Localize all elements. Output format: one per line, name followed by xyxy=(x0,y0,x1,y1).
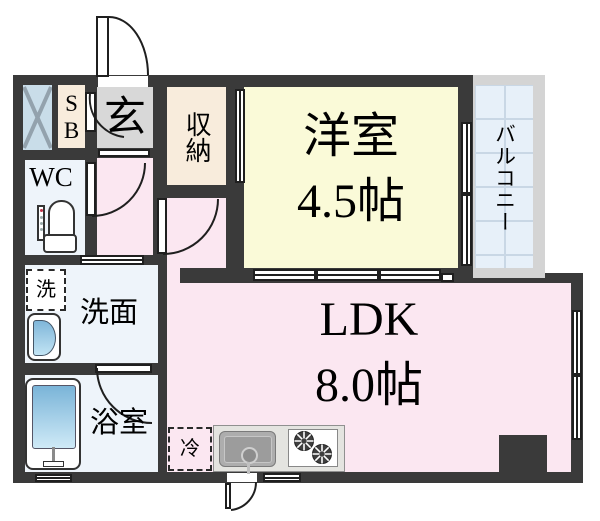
ldk-size: 8.0帖 xyxy=(314,359,423,412)
storage-label: 収納 xyxy=(182,111,211,163)
kitchen-sink-icon xyxy=(219,431,276,474)
toilet-tank xyxy=(48,200,75,238)
western-room-window-upper xyxy=(461,122,472,194)
toilet-control-panel xyxy=(37,205,45,241)
shoe-box-label-top: S xyxy=(65,91,78,116)
balcony-floor xyxy=(475,85,533,268)
refrigerator-space-label: 冷 xyxy=(180,438,200,460)
toilet-label: WC xyxy=(29,161,73,192)
storage-room xyxy=(167,87,226,185)
entrance-doorway-gap xyxy=(98,76,148,87)
toilet-door-leaf xyxy=(86,162,96,216)
shoe-box-room xyxy=(58,85,85,148)
western-room-label: 洋室 xyxy=(302,110,399,163)
western-ldk-sliding-end xyxy=(441,273,454,282)
refrigerator-space-box: 冷 xyxy=(168,427,212,471)
washbasin-bowl xyxy=(33,320,56,356)
bathroom-door-leaf xyxy=(95,364,152,373)
bathtub-faucet-base xyxy=(43,461,64,467)
stove-icon xyxy=(288,429,338,467)
shoe-box-label-bottom: B xyxy=(63,118,80,143)
pipe-space-room xyxy=(22,85,53,150)
western-ldk-sliding-panel-1 xyxy=(253,269,316,281)
storage-door xyxy=(235,89,245,183)
ldk-window-upper xyxy=(572,310,582,375)
entrance-door-leaf xyxy=(96,16,109,77)
washroom-sliding-door xyxy=(80,255,144,265)
kitchen-service-door-gap xyxy=(227,473,257,482)
western-ldk-sliding-panel-2 xyxy=(316,269,379,281)
bathtub-icon xyxy=(25,378,81,470)
western-room xyxy=(244,87,458,268)
western-room-size: 4.5帖 xyxy=(296,175,405,228)
hall-ldk-door-leaf xyxy=(157,198,167,254)
kitchen-window xyxy=(263,473,301,482)
door-swing-arc-service xyxy=(230,481,258,511)
shoe-box-door-leaf xyxy=(85,92,96,132)
structural-pillar xyxy=(499,435,547,472)
toilet-bowl xyxy=(43,234,77,253)
kitchen-faucet-stem xyxy=(247,462,250,474)
ldk-window-lower xyxy=(572,375,582,440)
washer-space-label: 洗 xyxy=(36,279,56,301)
kitchen-service-door-leaf xyxy=(225,483,231,509)
entrance-label: 玄 xyxy=(103,95,146,141)
toilet-control-dot xyxy=(40,209,43,212)
door-swing-arc-entrance xyxy=(108,16,149,76)
western-ldk-sliding-panel-3 xyxy=(379,269,441,281)
pipe-space-x-icon xyxy=(22,86,53,149)
kitchen-counter xyxy=(213,425,345,474)
bathroom-label: 浴室 xyxy=(89,406,148,439)
washroom-label: 洗面 xyxy=(79,296,138,329)
ldk-label: LDK xyxy=(319,293,419,346)
stove-burners-icon xyxy=(294,431,332,464)
washbasin-icon xyxy=(27,313,61,361)
wall-stub-western-room xyxy=(180,268,226,283)
bathtub-faucet-stem xyxy=(52,447,55,463)
balcony-label: バルコニー xyxy=(492,123,517,233)
toilet-icon xyxy=(34,198,80,256)
entrance-step-threshold xyxy=(98,149,150,157)
hallway xyxy=(97,158,153,255)
washer-space-box: 洗 xyxy=(26,269,66,311)
western-room-window-lower xyxy=(461,194,472,266)
bathroom-vent-window xyxy=(35,474,72,482)
